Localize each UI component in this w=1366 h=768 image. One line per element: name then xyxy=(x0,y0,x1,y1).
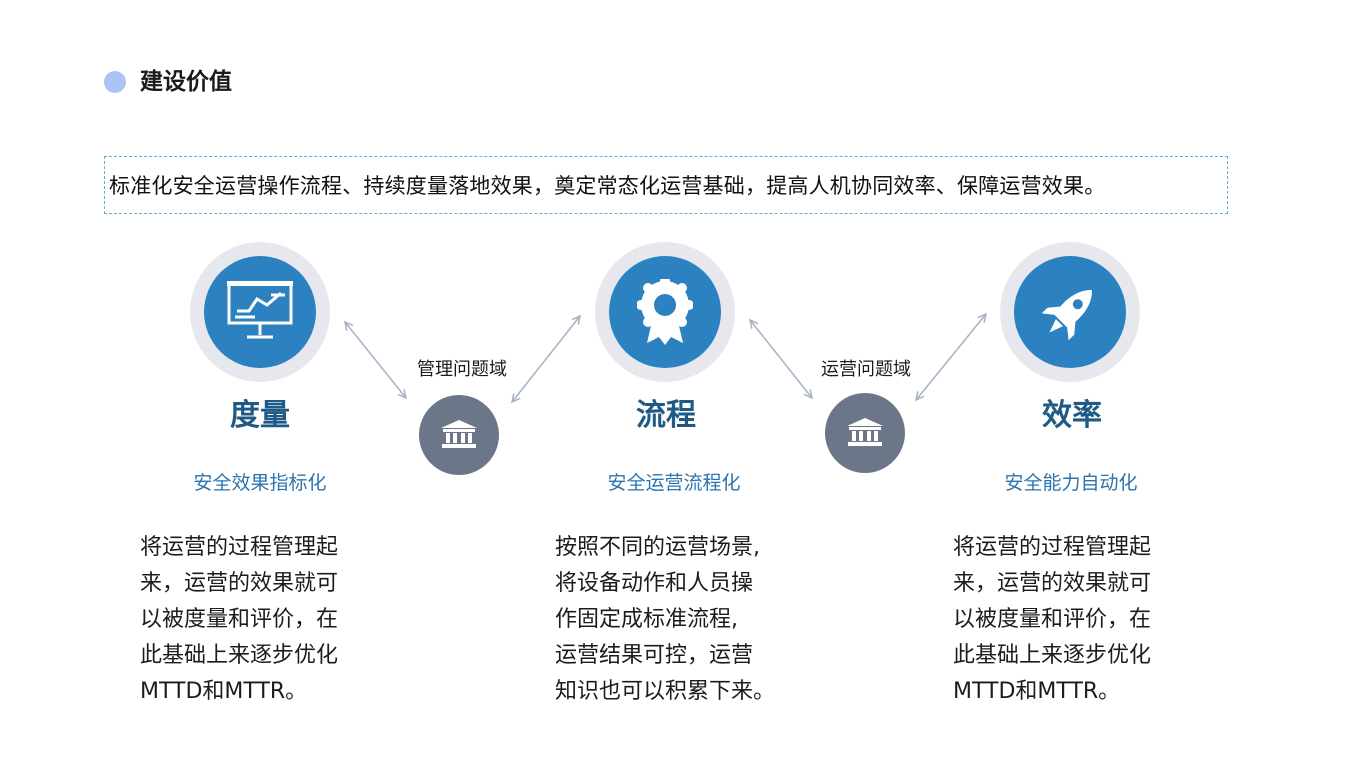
pillar-measure-description: 将运营的过程管理起 来，运营的效果就可 以被度量和评价，在 此基础上来逐步优化 … xyxy=(140,530,400,710)
pillar-process-subtitle: 安全运营流程化 xyxy=(607,472,741,494)
institution-building-icon xyxy=(847,418,883,446)
desc-line: 来，运营的效果就可 xyxy=(140,571,339,596)
header-bullet-dot xyxy=(104,71,126,93)
pillar-process-icon-ring xyxy=(595,242,735,382)
summary-text: 标准化安全运营操作流程、持续度量落地效果，奠定常态化运营基础，提高人机协同效率、… xyxy=(109,174,1106,198)
pillar-efficiency-subtitle: 安全能力自动化 xyxy=(1004,472,1138,494)
pillar-efficiency-title: 效率 xyxy=(1042,398,1102,433)
desc-line: MTTD和MTTR。 xyxy=(953,679,1121,704)
desc-line: 作固定成标准流程, xyxy=(555,607,738,632)
pillar-measure-icon-ring xyxy=(190,242,330,382)
pillar-efficiency-icon-ring xyxy=(1000,242,1140,382)
presentation-board-icon xyxy=(204,256,316,368)
desc-line: 以被度量和评价，在 xyxy=(953,607,1152,632)
award-badge-icon xyxy=(609,256,721,368)
domain-management-label: 管理问题域 xyxy=(417,359,507,380)
desc-line: 以被度量和评价，在 xyxy=(140,607,339,632)
institution-building-icon xyxy=(441,420,477,448)
desc-line: 将设备动作和人员操 xyxy=(555,571,754,596)
pillar-measure-title: 度量 xyxy=(230,398,290,433)
desc-line: 运营结果可控，运营 xyxy=(555,643,754,668)
desc-line: 将运营的过程管理起 xyxy=(953,535,1152,560)
page-title: 建设价值 xyxy=(140,69,232,95)
desc-line: 按照不同的运营场景, xyxy=(555,535,760,560)
desc-line: 此基础上来逐步优化 xyxy=(953,643,1152,668)
desc-line: 此基础上来逐步优化 xyxy=(140,643,339,668)
domain-operations-label: 运营问题域 xyxy=(821,359,911,380)
pillar-efficiency-description: 将运营的过程管理起 来，运营的效果就可 以被度量和评价，在 此基础上来逐步优化 … xyxy=(953,530,1213,710)
rocket-icon xyxy=(1014,256,1126,368)
pillar-measure-subtitle: 安全效果指标化 xyxy=(193,472,327,494)
summary-box: 标准化安全运营操作流程、持续度量落地效果，奠定常态化运营基础，提高人机协同效率、… xyxy=(104,156,1228,214)
domain-management-node xyxy=(419,395,499,475)
pillar-process-description: 按照不同的运营场景, 将设备动作和人员操 作固定成标准流程, 运营结果可控，运营… xyxy=(555,530,815,710)
domain-operations-node xyxy=(825,393,905,473)
desc-line: 将运营的过程管理起 xyxy=(140,535,339,560)
desc-line: 来，运营的效果就可 xyxy=(953,571,1152,596)
desc-line: MTTD和MTTR。 xyxy=(140,679,308,704)
desc-line: 知识也可以积累下来。 xyxy=(555,679,776,704)
pillar-process-title: 流程 xyxy=(636,398,696,433)
